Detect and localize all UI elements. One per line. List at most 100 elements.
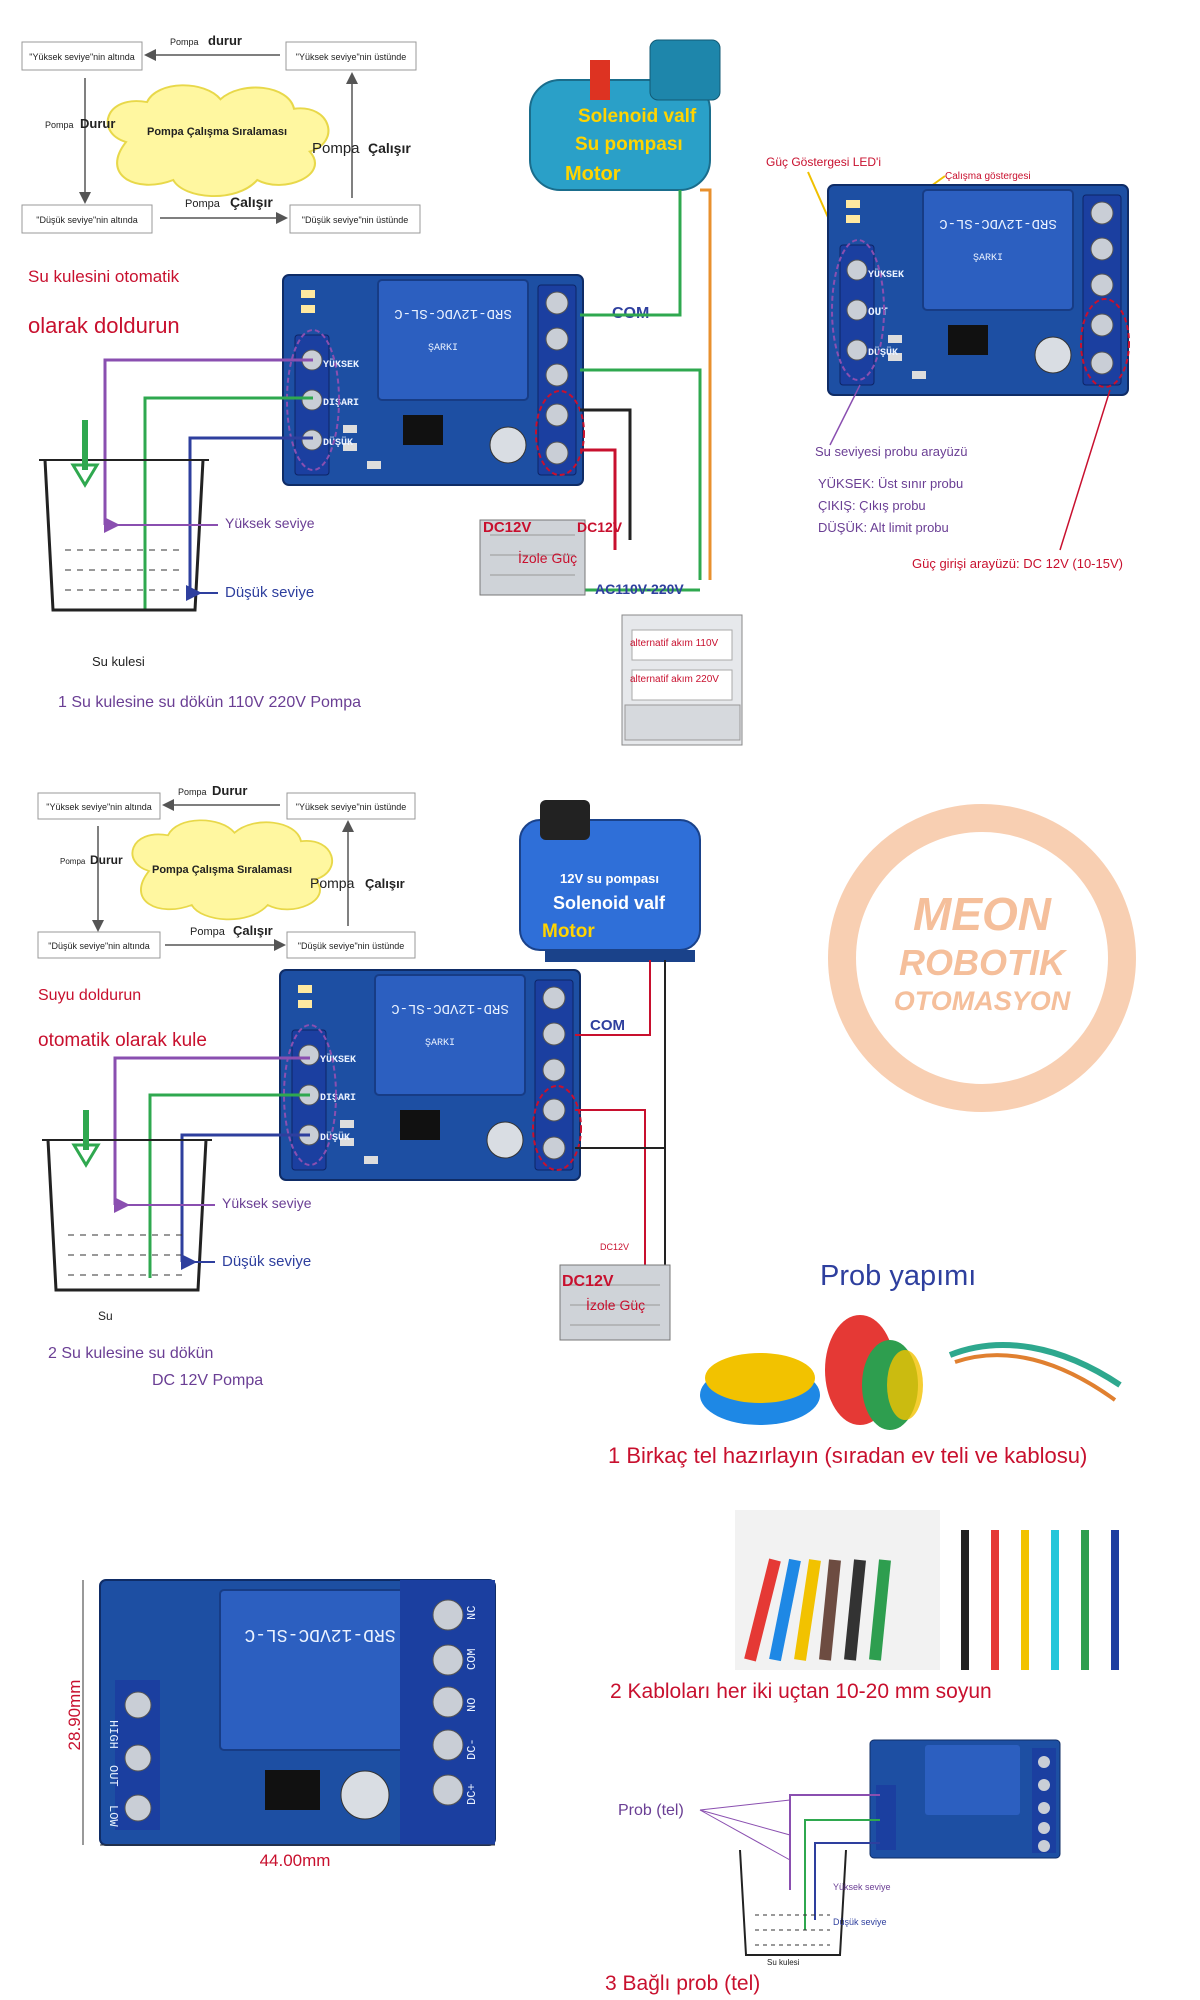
flow-box-top-left: "Yüksek seviye"nin altında [29,52,134,62]
pompa-label: Pompa [312,140,360,157]
pump-label-motor: Motor [542,921,595,942]
tank-label: Su kulesi [92,654,145,669]
section1-caption: 1 Su kulesine su dökün 110V 220V Pompa [58,694,361,711]
flow-box-bottom-right: "Düşük seviye"nin üstünde [298,941,404,951]
durur-label: Durur [90,853,123,867]
probe-making-title: Prob yapımı [820,1260,976,1292]
flow-box-bottom-right: "Düşük seviye"nin üstünde [302,215,408,225]
relay-brand: ŞARKI [973,253,1003,264]
section2-title-line1: Suyu doldurun [38,987,141,1004]
dc12v-label: DC12V [577,519,623,535]
wires-section2 [113,960,666,1340]
high-level-label: Yüksek seviye [222,1195,312,1211]
power-led-label: Güç Göstergesi LED'i [766,155,881,169]
terminal-high: YÜKSEK [320,1053,356,1066]
probe-step3: 3 Bağlı prob (tel) [605,1972,760,1995]
flow-box-top-left: "Yüksek seviye"nin altında [46,802,151,812]
mini-high-label: Yüksek seviye [833,1882,891,1892]
power-input-label: Güç girişi arayüzü: DC 12V (10-15V) [912,556,1123,571]
relay-board-2: SRD-12VDC-SL-C YÜKSEK DIŞARI DÜŞÜK ŞARKI [279,969,582,1181]
logo-line2: ROBOTIK [899,942,1068,983]
terminal-high: YÜKSEK [868,268,904,281]
section2-caption-line1: 2 Su kulesine su dökün [48,1345,213,1362]
high-level-label: Yüksek seviye [225,515,315,531]
power-supply-2: DC12V DC12V İzole Güç [559,1242,671,1341]
isolated-power-label: İzole Güç [586,1296,645,1313]
pump-label-valve: Solenoid valf [578,106,697,127]
terminal-low-en: LOW [106,1805,120,1827]
dc12v-label: DC12V [562,1273,614,1290]
water-tower-2 [40,1110,214,1292]
circuit-breaker: alternatif akım 110V alternatif akım 220… [621,614,743,746]
pompa-label: Pompa [170,37,199,47]
pompa-label: Pompa [185,198,221,210]
probe-interface-label: Su seviyesi probu arayüzü [815,444,967,459]
terminal-out: OUT [868,307,888,319]
terminal-nc: NC [465,1606,479,1620]
connected-probe-diagram: Prob (tel) Yüksek seviye Düşük seviye Su… [618,1739,1061,1967]
dc-pump: 12V su pompası Solenoid valf Motor [519,800,701,962]
logo-line3: OTOMASYON [894,986,1071,1016]
low-level-label: Düşük seviye [225,584,314,601]
terminal-low: DÜŞÜK [323,436,353,449]
pump-sequence-flowchart-1: "Yüksek seviye"nin altında "Yüksek seviy… [21,33,421,234]
relay-brand: ŞARKI [425,1038,455,1049]
ac-label: AC110V-220V [595,581,684,597]
relay-board-1: SRD-12VDC-SL-C YÜKSEK DIŞARI DÜŞÜK ŞARKI [282,274,585,486]
durur-label: Durur [212,783,247,798]
cloud-label: Pompa Çalışma Sıralaması [147,126,287,138]
pump-label-valve: Solenoid valf [553,893,666,913]
section1-title-line1: Su kulesini otomatik [28,267,180,286]
calisir-label: Çalışır [368,140,411,156]
durur-label: Durur [80,116,115,131]
pompa-label: Pompa [178,787,207,797]
terminal-low: DÜŞÜK [320,1131,350,1144]
flow-box-top-right: "Yüksek seviye"nin üstünde [296,802,406,812]
terminal-dc-plus: DC+ [465,1783,479,1805]
pump-12v-label: 12V su pompası [560,871,659,886]
terminal-out: DIŞARI [320,1093,356,1104]
terminal-out-en: OUT [106,1765,120,1787]
working-indicator-label: Çalışma göstergesi [945,171,1031,182]
calisir-label: Çalışır [233,923,273,938]
terminal-high: YÜKSEK [323,358,359,371]
cloud-label: Pompa Çalışma Sıralaması [152,864,292,876]
terminal-no: NO [465,1698,479,1712]
wire-spools [700,1315,1122,1430]
flow-box-bottom-left: "Düşük seviye"nin altında [36,215,137,225]
pump-sequence-flowchart-2: "Yüksek seviye"nin altında "Yüksek seviy… [37,783,416,959]
calisir-label: Çalışır [230,194,273,210]
probe-low-desc: DÜŞÜK: Alt limit probu [818,520,949,535]
terminal-high-en: HIGH [106,1720,120,1749]
relay-model: SRD-12VDC-SL-C [244,1624,395,1644]
pompa-label: Pompa [190,926,226,938]
height-dimension: 28.90mm [65,1680,84,1751]
width-dimension: 44.00mm [260,1851,331,1870]
stripped-wires [735,1510,1119,1670]
tank-label: Su [98,1309,113,1323]
flow-box-bottom-left: "Düşük seviye"nin altında [48,941,149,951]
terminal-low: DÜŞÜK [868,346,898,359]
terminal-out: DIŞARI [323,398,359,409]
pompa-label: Pompa [60,857,86,866]
relay-brand: ŞARKI [428,343,458,354]
isolated-power-label: İzole Güç [518,549,577,566]
breaker-label-220: alternatif akım 220V [630,674,719,685]
water-tower-1 [37,420,211,612]
probe-wire-label: Prob (tel) [618,1802,684,1819]
pompa-label: Pompa [310,875,355,891]
section2-caption-line2: DC 12V Pompa [152,1372,263,1389]
relay-board-detail: SRD-12VDC-SL-C YÜKSEK OUT DÜŞÜK ŞARKI [827,184,1130,396]
relay-model: SRD-12VDC-SL-C [391,1000,509,1016]
dc12v-small-label: DC12V [600,1242,629,1252]
logo-line1: MEON [913,888,1052,940]
terminal-com: COM [465,1648,479,1670]
com-label: COM [590,1017,625,1034]
relay-model: SRD-12VDC-SL-C [939,215,1057,231]
breaker-label-110: alternatif akım 110V [630,638,719,649]
dc12v-label: DC12V [483,519,531,536]
power-supply-1: DC12V DC12V İzole Güç AC110V-220V [479,519,684,597]
probe-step2: 2 Kabloları her iki uçtan 10-20 mm soyun [610,1680,992,1703]
durur-label: durur [208,33,242,48]
